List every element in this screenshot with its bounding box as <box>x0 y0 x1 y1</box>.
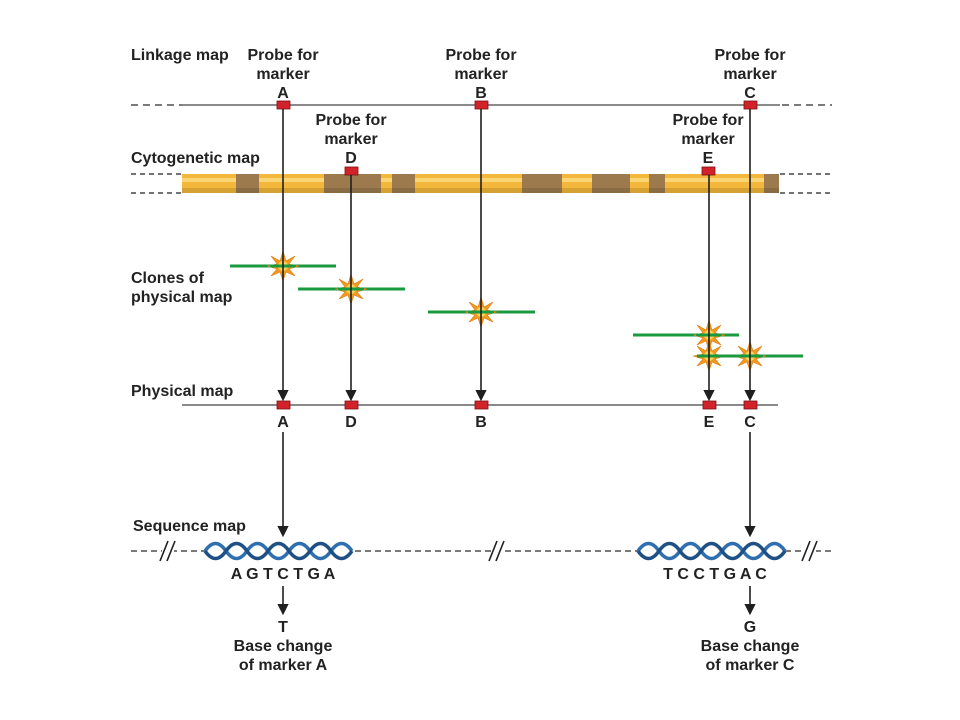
probe-label-e: Probe for marker E <box>672 112 743 167</box>
linkage-map-label: Linkage map <box>131 47 229 64</box>
probe-label-a-line1: Probe for <box>247 47 318 64</box>
probe-label-c-line1: Probe for <box>714 47 785 64</box>
cytogenetic-marker-letter-e: E <box>703 150 714 167</box>
result-left-line2: of marker A <box>239 657 328 674</box>
result-right-line2: of marker C <box>706 657 795 674</box>
probe-label-a-line2: marker <box>256 66 309 83</box>
probe-label-e-line1: Probe for <box>672 112 743 129</box>
result-left-base: T <box>278 619 288 636</box>
linkage-marker-letter-a: A <box>277 85 289 102</box>
clones-label-line2: physical map <box>131 289 233 306</box>
break-mark-icon <box>801 540 818 562</box>
linkage-marker-letter-b: B <box>475 85 487 102</box>
probe-label-c-line2: marker <box>723 66 776 83</box>
break-mark-icon <box>488 540 505 562</box>
physical-map-label: Physical map <box>131 383 234 400</box>
physical-marker-letter-b: B <box>475 414 487 431</box>
sequence-map <box>131 540 832 562</box>
double-helix-icon <box>203 541 354 561</box>
double-helix-icon <box>636 541 787 561</box>
linkage-marker-a <box>276 100 291 110</box>
break-mark-icon <box>159 540 176 562</box>
chromosome-band <box>324 174 381 193</box>
chromosome-band <box>649 174 665 193</box>
probe-label-b-line2: marker <box>454 66 507 83</box>
sequence-map-label: Sequence map <box>133 518 246 535</box>
result-right-base: G <box>744 619 756 636</box>
result-right-line1: Base change <box>701 638 800 655</box>
chromosome-band <box>522 174 562 193</box>
probe-label-c: Probe for marker C <box>714 47 785 102</box>
chromosome-band <box>392 174 415 193</box>
sequence-left: A G T C T G A <box>231 566 336 583</box>
result-left-line1: Base change <box>234 638 333 655</box>
linkage-marker-c <box>743 100 758 110</box>
cytogenetic-marker-d <box>344 166 359 176</box>
chromosome-bands <box>236 174 779 193</box>
physical-marker-letter-e: E <box>704 414 715 431</box>
probe-label-b-line1: Probe for <box>445 47 516 64</box>
probe-label-d: Probe for marker D <box>315 112 386 167</box>
cytogenetic-marker-e <box>701 166 716 176</box>
physical-marker-c <box>743 400 758 410</box>
probe-label-d-line2: marker <box>324 131 377 148</box>
linkage-marker-b <box>474 100 489 110</box>
probe-label-b: Probe for marker B <box>445 47 516 102</box>
chromosome-band <box>764 174 779 193</box>
cytogenetic-map-label: Cytogenetic map <box>131 150 260 167</box>
physical-marker-letter-d: D <box>345 414 357 431</box>
physical-marker-d <box>344 400 359 410</box>
probe-arrows <box>277 109 756 402</box>
cytogenetic-marker-letter-d: D <box>345 150 357 167</box>
result-right: G Base change of marker C <box>701 619 800 674</box>
probe-label-e-line2: marker <box>681 131 734 148</box>
linkage-marker-letter-c: C <box>744 85 756 102</box>
physical-marker-a <box>276 400 291 410</box>
chromosome-band <box>592 174 630 193</box>
physical-marker-letter-c: C <box>744 414 756 431</box>
physical-marker-e <box>702 400 717 410</box>
physical-marker-letter-a: A <box>277 414 289 431</box>
chromosome-band <box>236 174 259 193</box>
clones-label-line1: Clones of <box>131 270 205 287</box>
sequence-right: T C C T G A C <box>663 566 767 583</box>
result-left: T Base change of marker A <box>234 619 333 674</box>
probe-label-a: Probe for marker A <box>247 47 318 102</box>
physical-marker-b <box>474 400 489 410</box>
probe-label-d-line1: Probe for <box>315 112 386 129</box>
